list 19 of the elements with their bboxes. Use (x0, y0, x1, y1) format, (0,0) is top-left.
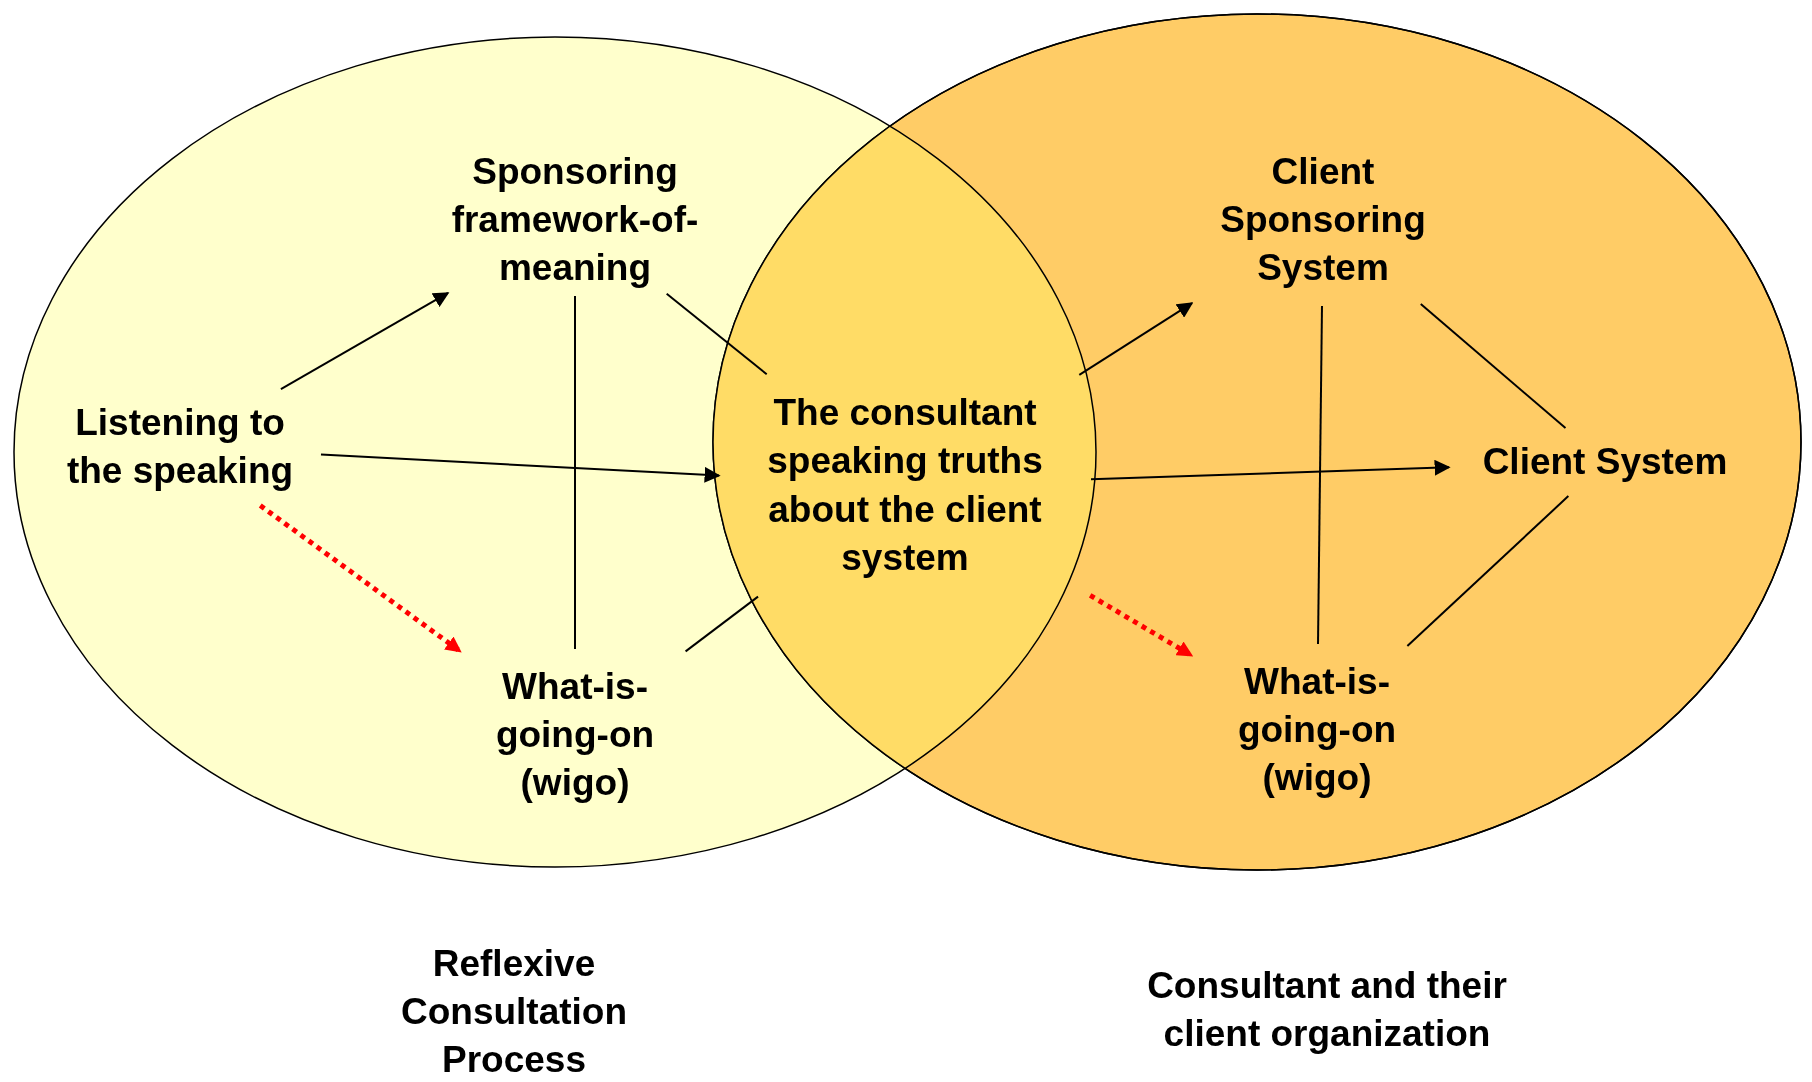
connector-line (574, 295, 576, 650)
node-label: Sponsoring framework-of-meaning (450, 150, 700, 290)
circle-caption: Consultant and their client organization (1146, 964, 1508, 1057)
connector-line (665, 292, 768, 376)
dashed-arrow (258, 503, 462, 654)
node-label: Listening to the speaking (45, 392, 315, 502)
connector-line (1419, 302, 1567, 430)
node-label: Client Sponsoring System (1193, 140, 1453, 300)
arrow (279, 292, 450, 390)
node-label: What-is-going-on (wigo) (1197, 650, 1437, 810)
dashed-arrow (1088, 593, 1194, 658)
node-label: What-is-going-on (wigo) (455, 655, 695, 815)
circle-caption: Reflexive Consultation Process (399, 942, 629, 1082)
arrow (1090, 459, 1451, 481)
connector-line (1317, 305, 1323, 645)
connector-line (1406, 495, 1570, 647)
arrow (1078, 302, 1194, 376)
node-label: Client System (1455, 432, 1755, 492)
arrow (320, 453, 721, 483)
